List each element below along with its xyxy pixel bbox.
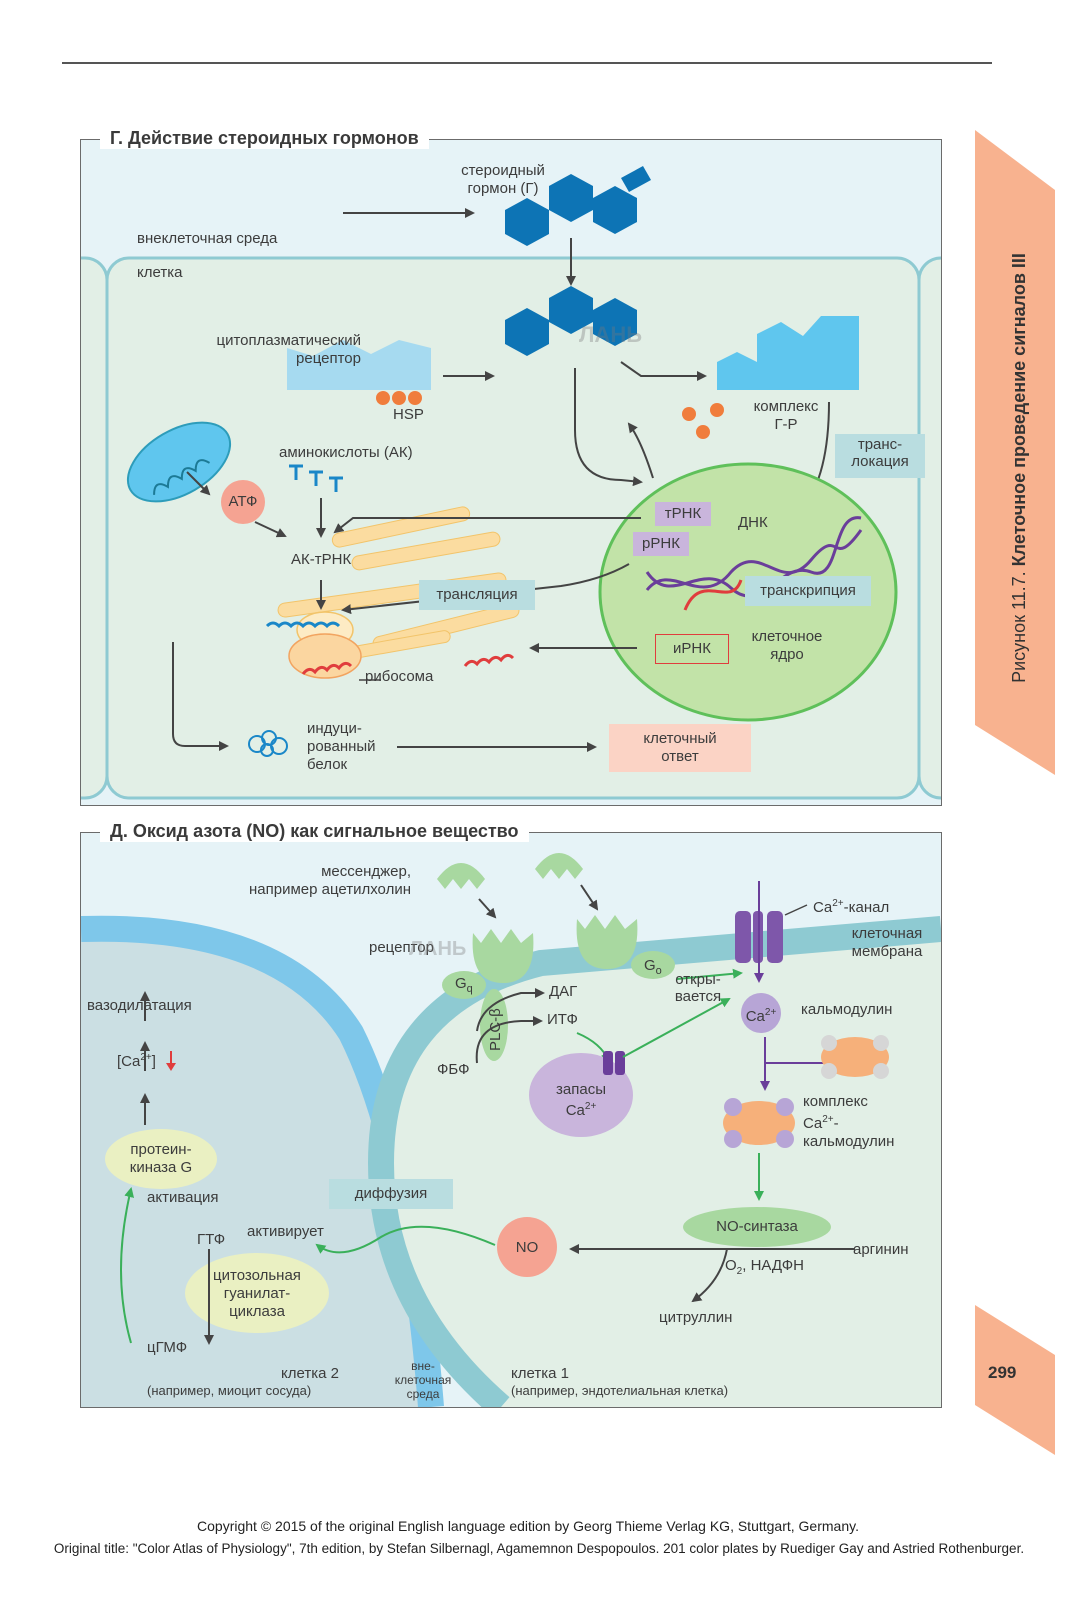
calmodulin-label: кальмодулин: [801, 1001, 893, 1018]
complex-shape: [717, 316, 859, 390]
side-tab: [975, 130, 1055, 775]
ion-channel-icon: [603, 1051, 625, 1075]
watermark-2: ЛАНЬ: [409, 938, 467, 960]
ca-level-label: [Ca2+]: [117, 1052, 156, 1070]
ca-channel-label: Ca2+-канал: [813, 898, 890, 916]
pkg-label: протеин- киназа G: [129, 1141, 193, 1176]
guanylate-cyclase: [185, 1253, 329, 1333]
cell2-region: [81, 928, 431, 1407]
no-circle: [497, 1217, 557, 1277]
messenger-label: мессенджер, например ацетилхолин: [248, 863, 411, 898]
messenger-icon: [437, 853, 583, 889]
extracellular-label: внеклеточная среда: [137, 230, 278, 247]
figure-title: Клеточное проведение сигналов III: [1009, 253, 1029, 567]
receptor-shape: [287, 340, 431, 390]
gq-protein: [442, 971, 486, 999]
cell1-sublabel: (например, эндотелиальная клетка): [511, 1383, 729, 1398]
nucleus-label: клеточное ядро: [751, 628, 823, 663]
membrane-label: клеточная мембрана: [851, 925, 923, 960]
citrulline-label: цитруллин: [659, 1309, 733, 1326]
activates-label: активирует: [247, 1223, 324, 1240]
cgmp-label: цГМФ: [147, 1339, 188, 1356]
extracell-label: вне- клеточная среда: [394, 1359, 452, 1401]
mrna-label: иРНК: [655, 634, 729, 664]
panel-no-title: Д. Оксид азота (NO) как сигнальное вещес…: [100, 820, 529, 842]
guanylate-label: цитозольная гуанилат- циклаза: [213, 1267, 301, 1320]
receptor-label: цитоплазматический рецептор: [216, 332, 362, 367]
protein-kinase-g: [105, 1129, 217, 1189]
go-label: Go: [644, 957, 662, 977]
calmodulin-icon: [821, 1035, 889, 1079]
cell-response-box: клеточный ответ: [609, 724, 751, 772]
rrna-box: рРНК: [633, 532, 689, 556]
figure-prefix: Рисунок 11.7.: [1009, 571, 1029, 683]
gq-label: Gq: [455, 975, 473, 995]
cell1-region: [381, 929, 941, 1407]
cell1-label: клетка 1: [511, 1365, 569, 1382]
page-tab: [975, 1305, 1055, 1455]
panel-steroid-title: Г. Действие стероидных гормонов: [100, 127, 429, 149]
cell-label: клетка: [137, 264, 183, 281]
amino-acid-icon: [289, 464, 343, 492]
atp-label: АТФ: [228, 493, 258, 510]
mitochondrion-icon: [126, 421, 232, 503]
page-number: 299: [988, 1363, 1017, 1382]
ca-calmodulin-complex-icon: [723, 1098, 795, 1148]
neighbor-cell-right: [917, 256, 941, 800]
no-synthase-label: NO-синтаза: [716, 1218, 798, 1235]
plc-enzyme: [480, 989, 508, 1061]
no-label: NO: [515, 1239, 539, 1256]
no-synthase: [683, 1207, 831, 1247]
ca-ion-label: Ca2+: [745, 1007, 777, 1025]
copyright-line2: Original title: "Color Atlas of Physiolo…: [53, 1541, 1025, 1556]
hormone-label: стероидный гормон (Г): [461, 162, 545, 197]
plc-label: PLC-β: [487, 1008, 504, 1051]
atp-circle: [221, 480, 265, 524]
vasodilation-label: вазодилатация: [87, 997, 192, 1014]
activation-label: активация: [147, 1189, 219, 1206]
dna-label: ДНК: [738, 514, 768, 531]
watermark-1: ЛАНЬ: [579, 322, 643, 347]
panel-no: мессенджер, например ацетилхолин рецепто…: [80, 832, 942, 1408]
panel-steroid: стероидный гормон (Г) внеклеточная среда…: [80, 139, 942, 806]
diffusion-box: диффузия: [329, 1179, 453, 1209]
aa-trna-label: АК-тРНК: [291, 551, 352, 568]
ca-ion: [741, 993, 781, 1033]
complex-label: комплекс Г-Р: [753, 398, 819, 433]
go-protein: [631, 951, 675, 979]
translocation-box: транс- локация: [835, 434, 925, 478]
no-diagram: [81, 853, 941, 1407]
figure-caption: Рисунок 11.7. Клеточное проведение сигна…: [1006, 218, 1032, 718]
cell2-sublabel: (например, миоцит сосуда): [147, 1383, 312, 1398]
ribosome-icon: [265, 611, 362, 679]
ribosome-label: рибосома: [365, 668, 434, 685]
hsp-label: HSP: [393, 406, 424, 423]
amino-acids-label: аминокислоты (АК): [279, 444, 413, 461]
protein-icon: [248, 730, 288, 757]
o2-nadph-label: O2, НАДФН: [725, 1257, 804, 1277]
gtp-label: ГТФ: [197, 1231, 226, 1248]
steroid-hormone-icon: [505, 166, 651, 246]
induced-protein-label: индуци- рованный белок: [307, 720, 376, 773]
ip3-label: ИТФ: [547, 1011, 578, 1028]
receptor-icon: [472, 915, 638, 983]
top-rule: [62, 62, 992, 64]
dag-label: ДАГ: [549, 983, 578, 1000]
translation-box: трансляция: [419, 580, 535, 610]
receptor-label: рецептор: [369, 939, 434, 956]
copyright-line1: Copyright © 2015 of the original English…: [197, 1518, 859, 1534]
neighbor-cell-left: [81, 256, 109, 800]
trna-box: тРНК: [655, 502, 711, 526]
mrna-strand-icon: [463, 653, 515, 667]
opens-label: откры- вается: [674, 971, 722, 1005]
arginine-label: аргинин: [853, 1241, 909, 1258]
hormone-bound-icon: [505, 286, 637, 356]
transcription-box: транскрипция: [745, 576, 871, 606]
cell2-label: клетка 2: [281, 1365, 339, 1382]
pip2-label: ФБФ: [437, 1061, 470, 1078]
